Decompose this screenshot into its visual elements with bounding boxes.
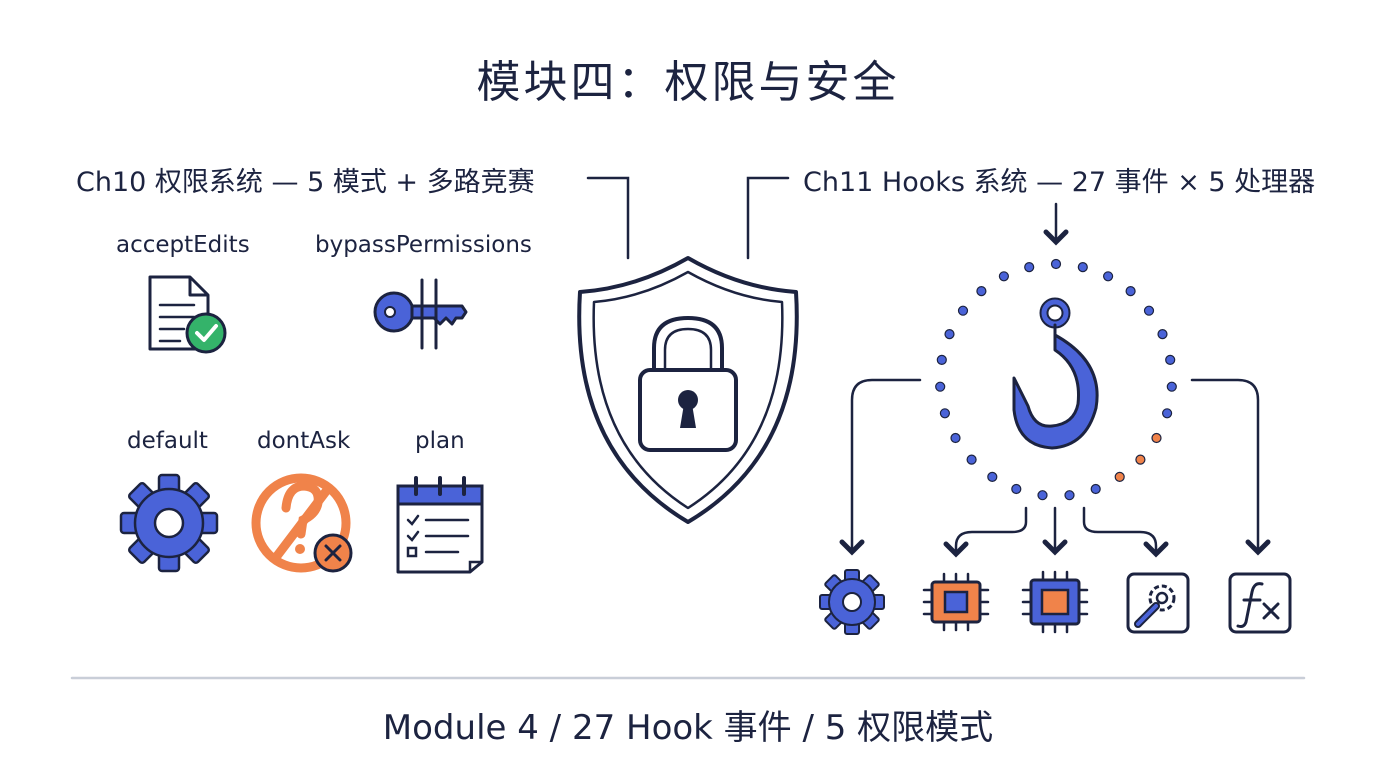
event-dot (1037, 490, 1048, 501)
mode-label-dontask: dontAsk (257, 428, 351, 454)
event-dot (976, 286, 987, 297)
handler-function-icon (1228, 572, 1292, 634)
event-ring (935, 258, 1177, 501)
hook-icon (1012, 297, 1099, 450)
event-dot (1166, 381, 1177, 392)
handler-chip-icon (922, 572, 990, 632)
page-title: 模块四：权限与安全 (476, 57, 900, 108)
mode-label-default: default (127, 428, 208, 454)
ch10-label: Ch10 权限系统 — 5 模式 + 多路竞赛 (76, 167, 535, 198)
event-dot (944, 329, 955, 340)
event-dot (957, 305, 969, 316)
event-dot (1090, 483, 1101, 495)
event-dot (1135, 454, 1146, 465)
event-dot (1102, 271, 1114, 282)
event-dot (1151, 432, 1162, 444)
event-dot (1125, 286, 1136, 297)
event-dot (1161, 408, 1173, 419)
gear-icon (119, 473, 219, 573)
handler-branches (839, 378, 1271, 558)
event-dot (1143, 305, 1155, 316)
event-dot (1024, 262, 1035, 273)
event-dot (936, 354, 947, 365)
event-dot (1050, 258, 1062, 270)
event-dot (1011, 483, 1022, 495)
key-bypass-icon (373, 278, 468, 350)
ch11-label: Ch11 Hooks 系统 — 27 事件 × 5 处理器 (803, 167, 1316, 198)
handler-gear-icon (819, 569, 885, 635)
event-dot (1064, 490, 1075, 501)
handler-settings-wrench-icon (1126, 572, 1190, 634)
document-check-icon (148, 275, 227, 354)
no-question-icon (251, 473, 353, 573)
event-dot (939, 408, 951, 419)
footer-caption: Module 4 / 27 Hook 事件 / 5 权限模式 (382, 708, 994, 748)
event-dot (935, 381, 946, 392)
calendar-checklist-icon (396, 476, 484, 574)
event-dot (1165, 354, 1176, 365)
shield-lock-icon (577, 256, 799, 524)
ch11-connector (746, 176, 790, 260)
event-dot (987, 471, 998, 482)
mode-label-plan: plan (415, 428, 465, 454)
event-dot (950, 432, 961, 444)
event-dot (998, 271, 1010, 282)
event-dot (1077, 262, 1088, 273)
mode-label-bypasspermissions: bypassPermissions (315, 232, 532, 258)
event-dot (1157, 329, 1168, 340)
mode-label-acceptedits: acceptEdits (116, 232, 250, 258)
handler-chip-icon-2 (1021, 570, 1089, 634)
event-dot (966, 454, 977, 465)
event-dot (1114, 471, 1125, 482)
ch10-connector (586, 176, 630, 260)
